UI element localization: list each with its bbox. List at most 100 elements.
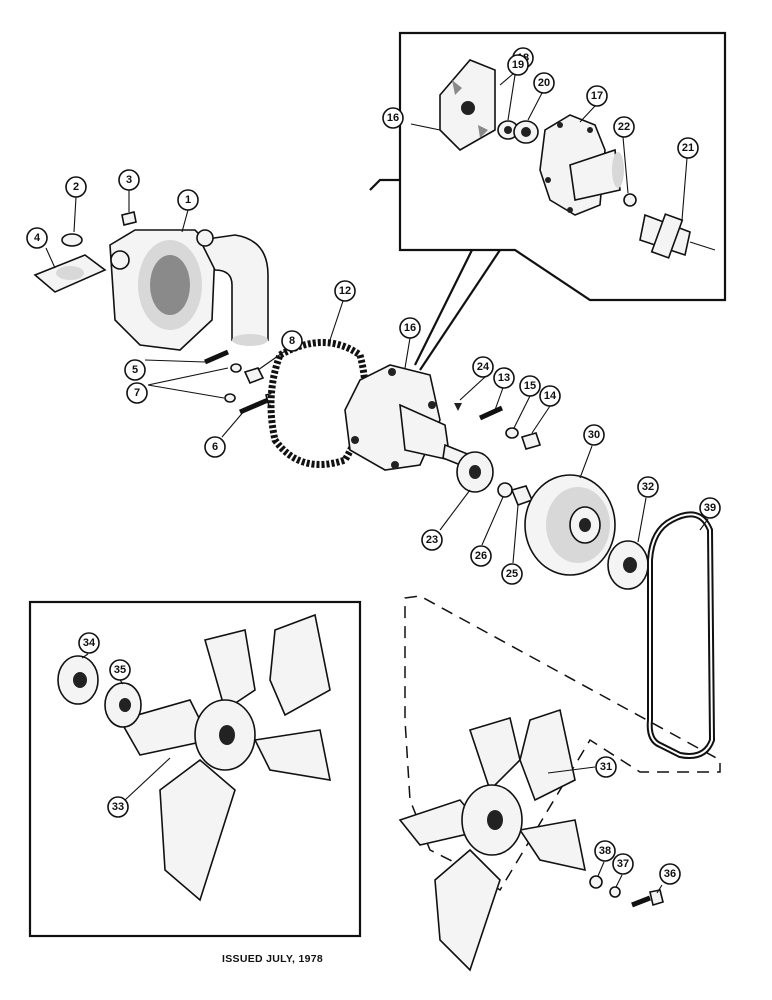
fan-spacer (607, 540, 649, 590)
fan-belt (646, 511, 716, 759)
callout-26: 26 (470, 545, 492, 567)
impeller (439, 59, 496, 151)
lock-washer (230, 363, 242, 373)
callout-16-inset: 16 (382, 107, 404, 129)
pipe-plug (121, 211, 137, 226)
callout-2: 2 (65, 176, 87, 198)
svg-text:8: 8 (289, 335, 295, 347)
svg-text:3: 3 (126, 174, 132, 186)
svg-text:24: 24 (477, 361, 490, 373)
pump-hub (456, 451, 494, 493)
callout-38: 38 (594, 840, 616, 862)
callout-33: 33 (107, 796, 129, 818)
callout-25: 25 (501, 563, 523, 585)
callout-21: 21 (677, 137, 699, 159)
hub-washer (497, 482, 513, 498)
svg-text:22: 22 (618, 121, 630, 133)
callout-34: 34 (78, 632, 100, 654)
svg-text:34: 34 (83, 637, 96, 649)
callout-8: 8 (281, 330, 303, 352)
svg-text:5: 5 (132, 364, 138, 376)
outlet-gasket (33, 254, 107, 293)
pump-stud (478, 405, 504, 421)
svg-text:19: 19 (512, 59, 524, 71)
pump-gasket (267, 339, 369, 468)
water-pump-assembly (344, 364, 471, 471)
svg-text:4: 4 (34, 232, 41, 244)
svg-text:33: 33 (112, 801, 124, 813)
fan-right (398, 708, 587, 972)
svg-text:7: 7 (134, 387, 140, 399)
retainer-washer (623, 193, 637, 207)
callout-5: 5 (124, 359, 146, 381)
svg-text:2: 2 (73, 181, 79, 193)
callout-1: 1 (177, 189, 199, 211)
spacer-inset-2 (104, 682, 142, 728)
callout-30: 30 (583, 424, 605, 446)
fan-pulley (524, 474, 616, 576)
callout-24: 24 (472, 356, 494, 378)
svg-text:16: 16 (387, 112, 399, 124)
svg-text:14: 14 (544, 390, 557, 402)
leader-lines (45, 67, 709, 894)
callout-17: 17 (586, 85, 608, 107)
shaft-bearing (639, 213, 716, 259)
svg-text:23: 23 (426, 534, 438, 546)
expansion-plug (61, 233, 83, 247)
callout-35: 35 (109, 659, 131, 681)
callout-39: 39 (699, 497, 721, 519)
pump-housing (109, 229, 269, 351)
svg-text:20: 20 (538, 77, 550, 89)
svg-text:36: 36 (664, 868, 676, 880)
callout-12: 12 (334, 280, 356, 302)
svg-text:16: 16 (404, 322, 416, 334)
callout-36: 36 (659, 863, 681, 885)
pump-lock-washer (505, 427, 519, 439)
callout-22: 22 (613, 116, 635, 138)
svg-text:38: 38 (599, 845, 611, 857)
lock-washer-2 (224, 393, 236, 403)
svg-text:35: 35 (114, 664, 126, 676)
callout-16: 16 (399, 317, 421, 339)
callout-23: 23 (421, 529, 443, 551)
svg-text:30: 30 (588, 429, 600, 441)
callout-32: 32 (637, 476, 659, 498)
callout-15: 15 (519, 375, 541, 397)
svg-text:17: 17 (591, 90, 603, 102)
callout-4: 4 (26, 227, 48, 249)
pump-nut (520, 432, 542, 450)
inset-frame-pump-internals (398, 31, 727, 302)
svg-text:15: 15 (524, 380, 536, 392)
hex-nut (243, 367, 265, 385)
inset-pointer (369, 178, 501, 371)
svg-text:6: 6 (212, 441, 218, 453)
svg-text:37: 37 (617, 858, 629, 870)
pump-body (539, 114, 624, 216)
spacer-inset-1 (57, 655, 99, 705)
callout-19: 19 (507, 54, 529, 76)
svg-text:26: 26 (475, 550, 487, 562)
svg-text:13: 13 (498, 372, 510, 384)
fan-capscrew (631, 889, 664, 908)
callout-20: 20 (533, 72, 555, 94)
svg-text:21: 21 (682, 142, 694, 154)
issued-date-footer: ISSUED JULY, 1978 (222, 953, 324, 965)
callout-31: 31 (595, 756, 617, 778)
svg-text:31: 31 (600, 761, 612, 773)
svg-text:39: 39 (704, 502, 716, 514)
callout-3: 3 (118, 169, 140, 191)
svg-text:32: 32 (642, 481, 654, 493)
stud (204, 349, 229, 365)
fan-inset (118, 613, 332, 902)
svg-text:25: 25 (506, 568, 518, 580)
callout-37: 37 (612, 853, 634, 875)
fan-lock-washer (609, 886, 621, 898)
callout-6: 6 (204, 436, 226, 458)
seal-assembly (513, 120, 539, 144)
svg-text:1: 1 (185, 194, 191, 206)
callout-7: 7 (126, 382, 148, 404)
callout-13: 13 (493, 367, 515, 389)
grease-fitting (454, 403, 462, 411)
inset-frame-fan-alternate (28, 600, 362, 938)
